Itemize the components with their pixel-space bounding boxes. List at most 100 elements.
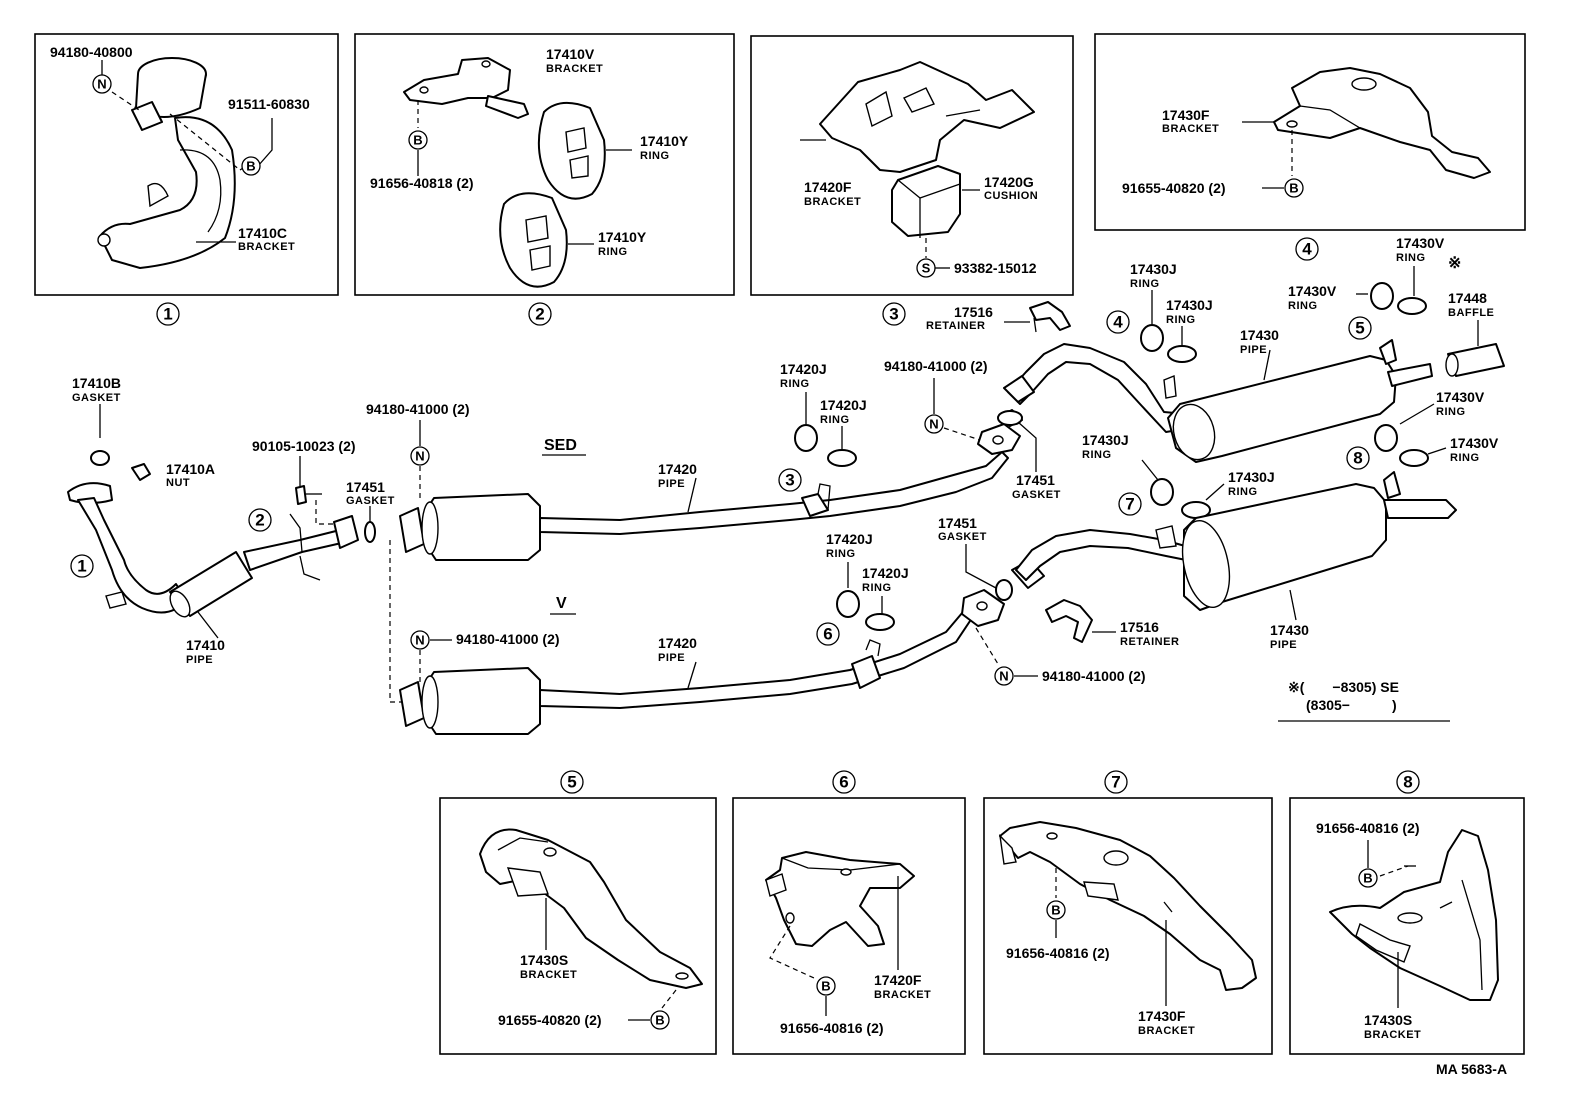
callout-number: 8 [1403, 773, 1412, 792]
tail-pipe-lower: 17451 GASKET 17430 PIPE 17516 RETAINER ※… [938, 471, 1457, 722]
part-name-ring: RING [1436, 406, 1466, 418]
callout-5: 5 [560, 770, 584, 794]
part-name-retainer: RETAINER [926, 320, 985, 332]
marker-n: N [994, 666, 1014, 686]
marker-s: S [916, 258, 936, 278]
callout-3: 3 [882, 302, 906, 326]
part-name-ring: RING [1228, 486, 1258, 498]
part-number-17430F: 17430F [1162, 107, 1210, 123]
part-number-94180-41000: 94180-41000 (2) [1042, 668, 1146, 684]
part-name-ring: RING [862, 582, 892, 594]
callout-number: 3 [889, 305, 898, 324]
detail-box-5: 17430S BRACKET B 91655-40820 (2) [439, 797, 717, 1055]
marker-n: N [410, 630, 430, 650]
part-number-17430J: 17430J [1130, 261, 1177, 277]
marker-b-label: B [413, 133, 422, 148]
marker-b: B [408, 130, 428, 150]
callout-8: 8 [1346, 446, 1370, 470]
part-name-bracket: BRACKET [804, 196, 861, 208]
callout-1: 1 [70, 554, 94, 578]
part-number-17430: 17430 [1270, 622, 1309, 638]
part-name-ring: RING [640, 150, 670, 162]
part-number-17410Y: 17410Y [640, 133, 689, 149]
part-name-pipe: PIPE [1270, 639, 1297, 651]
marker-b: B [1284, 178, 1304, 198]
diagram-reference-code: MA 5683-A [1436, 1061, 1507, 1077]
part-name-ring: RING [1166, 314, 1196, 326]
part-name-nut: NUT [166, 477, 190, 489]
part-name-pipe: PIPE [1240, 344, 1267, 356]
part-number-17410: 17410 [186, 637, 225, 653]
tail-pipe-upper: 17516 RETAINER 17451 GASKET 17430 PIPE 1… [926, 235, 1505, 519]
part-number-17420J: 17420J [820, 397, 867, 413]
callout-4: 4 [1106, 310, 1130, 334]
part-number-17410B: 17410B [72, 375, 121, 391]
callout-number: 7 [1111, 773, 1120, 792]
part-number-17430V: 17430V [1436, 389, 1485, 405]
part-number-17410C: 17410C [238, 225, 287, 241]
part-number-17430J: 17430J [1082, 432, 1129, 448]
part-number-17516: 17516 [1120, 619, 1159, 635]
callout-number: 7 [1125, 495, 1134, 514]
detail-box-7: B 91656-40816 (2) 17430F BRACKET [983, 797, 1273, 1055]
part-name-gasket: GASKET [1012, 489, 1061, 501]
part-number-17451: 17451 [1016, 472, 1055, 488]
part-name-ring: RING [780, 378, 810, 390]
part-name-pipe: PIPE [658, 478, 685, 490]
part-number-17420J: 17420J [780, 361, 827, 377]
part-number-17430: 17430 [1240, 327, 1279, 343]
part-name-gasket: GASKET [346, 495, 395, 507]
part-number-91656-40816: 91656-40816 (2) [1316, 820, 1420, 836]
part-name-gasket: GASKET [72, 392, 121, 404]
part-name-ring: RING [1450, 452, 1480, 464]
marker-b: B [650, 1010, 670, 1030]
callout-number: 2 [535, 305, 544, 324]
callout-1: 1 [156, 302, 180, 326]
part-number-17420J: 17420J [862, 565, 909, 581]
part-number-94180-40800: 94180-40800 [50, 44, 133, 60]
part-number-17430S: 17430S [520, 952, 568, 968]
part-name-bracket: BRACKET [520, 969, 577, 981]
marker-n-label: N [929, 417, 938, 432]
part-number-94180-41000: 94180-41000 (2) [884, 358, 988, 374]
applicability-note-line1: ※( −8305) SE [1288, 679, 1399, 695]
callout-7: 7 [1118, 492, 1142, 516]
variant-label-v: V [556, 595, 567, 612]
part-name-ring: RING [1396, 252, 1426, 264]
part-number-17420G: 17420G [984, 174, 1034, 190]
part-number-91511-60830: 91511-60830 [228, 96, 310, 112]
part-number-17430V: 17430V [1450, 435, 1499, 451]
part-name-gasket: GASKET [938, 531, 987, 543]
part-name-ring: RING [598, 246, 628, 258]
callout-5: 5 [1348, 316, 1372, 340]
part-name-bracket: BRACKET [1162, 123, 1219, 135]
marker-n-label: N [415, 633, 424, 648]
marker-b-label: B [1363, 871, 1372, 886]
detail-box-1: N B 94180-40800 91511-60830 17410C BRACK… [34, 33, 339, 296]
part-number-91655-40820: 91655-40820 (2) [1122, 180, 1226, 196]
callout-number: 6 [839, 773, 848, 792]
callout-number: 1 [77, 557, 86, 576]
part-number-17410A: 17410A [166, 461, 215, 477]
part-name-bracket: BRACKET [238, 241, 295, 253]
marker-b: B [1046, 900, 1066, 920]
part-name-ring: RING [1082, 449, 1112, 461]
part-number-17420F: 17420F [804, 179, 852, 195]
part-number-17448: 17448 [1448, 290, 1487, 306]
callout-4: 4 [1295, 237, 1319, 261]
part-name-bracket: BRACKET [1138, 1025, 1195, 1037]
part-number-91655-40820: 91655-40820 (2) [498, 1012, 602, 1028]
part-name-retainer: RETAINER [1120, 636, 1179, 648]
marker-b: B [1358, 868, 1378, 888]
callout-number: 3 [785, 471, 794, 490]
callout-number: 1 [163, 305, 172, 324]
callout-number: 4 [1113, 313, 1123, 332]
part-number-17410V: 17410V [546, 46, 595, 62]
part-number-17420J: 17420J [826, 531, 873, 547]
marker-n: N [410, 446, 430, 466]
part-number-93382-15012: 93382-15012 [954, 260, 1037, 276]
marker-s-label: S [922, 261, 931, 276]
part-number-17430J: 17430J [1166, 297, 1213, 313]
part-number-17430F: 17430F [1138, 1008, 1186, 1024]
